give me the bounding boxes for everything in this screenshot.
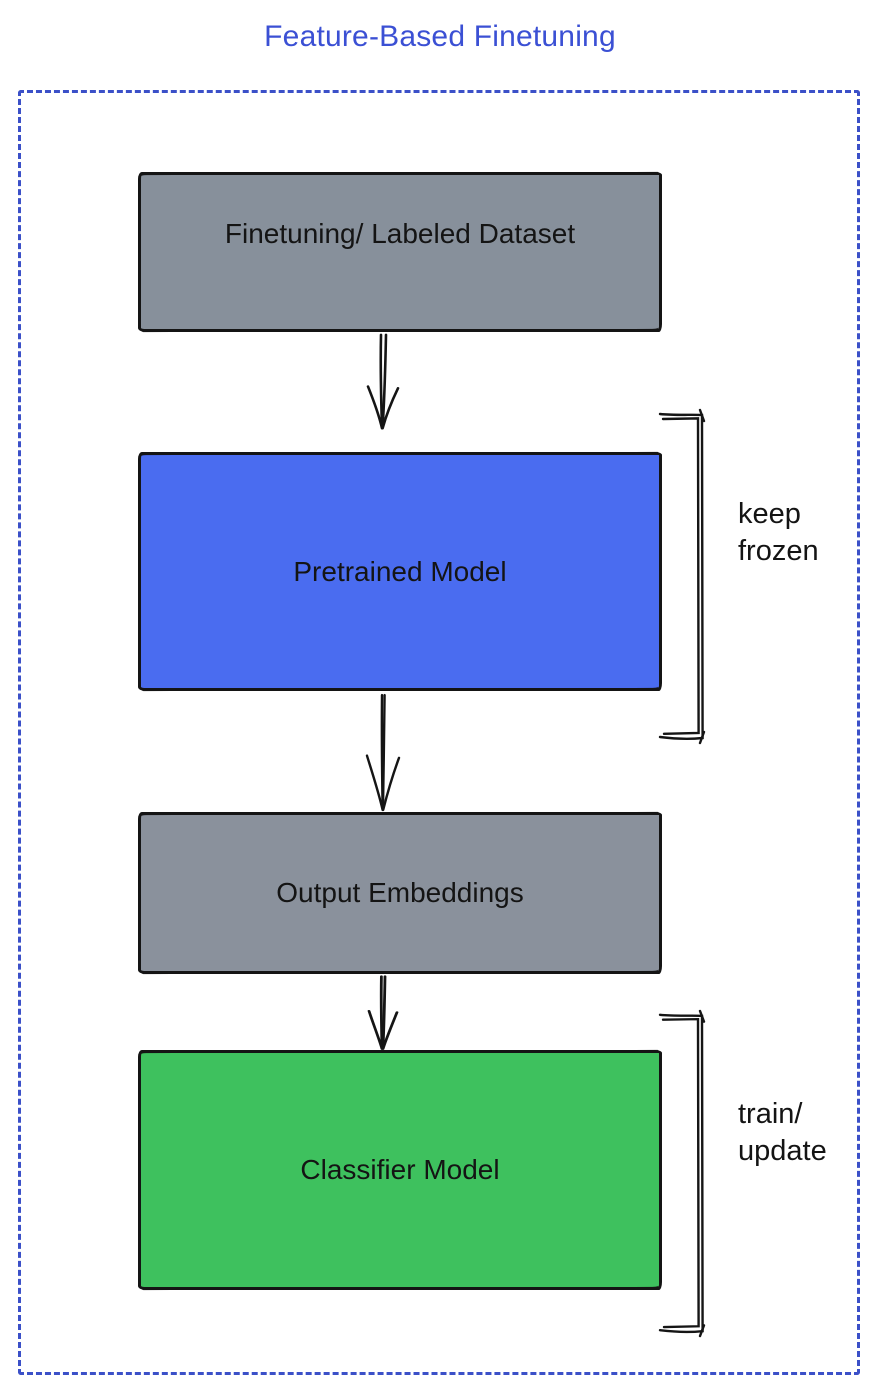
node-finetuning-dataset-label: Finetuning/ Labeled Dataset	[224, 218, 576, 249]
node-classifier-model: Classifier Model	[138, 1050, 662, 1290]
train-update-bracket-icon	[655, 1008, 711, 1338]
keep-frozen-label: keep frozen	[738, 496, 819, 570]
node-finetuning-dataset: Finetuning/ Labeled Dataset	[138, 172, 662, 332]
diagram-title: Feature-Based Finetuning	[264, 20, 616, 53]
keep-frozen-label-line1: keep	[738, 498, 801, 530]
arrow-down-icon	[360, 693, 406, 812]
node-output-embeddings: Output Embeddings	[138, 812, 662, 974]
node-pretrained-model: Pretrained Model	[138, 452, 662, 691]
train-update-label-line2: update	[738, 1135, 827, 1167]
node-pretrained-model-label: Pretrained Model	[293, 555, 507, 587]
dashed-border-frame	[18, 90, 860, 1375]
keep-frozen-bracket-icon	[655, 407, 711, 745]
arrow-down-icon	[360, 333, 406, 431]
keep-frozen-label-line2: frozen	[738, 535, 819, 567]
node-classifier-model-label: Classifier Model	[300, 1154, 500, 1185]
train-update-label: train/ update	[738, 1096, 827, 1170]
train-update-label-line1: train/	[738, 1098, 803, 1130]
node-output-embeddings-label: Output Embeddings	[276, 877, 524, 908]
arrow-down-icon	[360, 975, 406, 1051]
